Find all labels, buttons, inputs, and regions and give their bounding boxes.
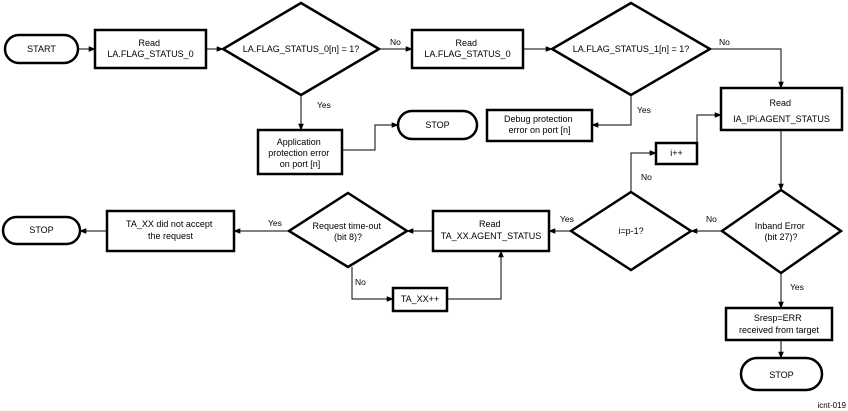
svg-text:TA_XX did not accept the: TA_XX did not accept the request bbox=[126, 219, 215, 241]
svg-text:Read IA_IPi.AGENT_STATUS: Read IA_IPi.AGENT_STATUS bbox=[733, 98, 830, 124]
read-ta-agent-line2: TA_XX.AGENT_STATUS bbox=[441, 231, 542, 241]
app-error-line2: protection error bbox=[268, 148, 329, 158]
start-label: START bbox=[27, 44, 56, 54]
edge-label-flag1-yes: Yes bbox=[637, 105, 651, 115]
read-ta-agent-line1: Read bbox=[479, 219, 501, 229]
inband-error-line2: (bit 27)? bbox=[764, 232, 797, 242]
connectors bbox=[78, 46, 784, 359]
edge-label-last-yes: Yes bbox=[560, 214, 574, 224]
svg-text:Inband Error (bit 27)?: Inband Error (bit 27)? bbox=[755, 221, 808, 242]
debug-error-line2: error on port [n] bbox=[508, 125, 570, 135]
svg-text:Read LA.FLAG_STATUS_0: Read LA.FLAG_STATUS_0 bbox=[424, 38, 510, 59]
stop-terminator-3: STOP bbox=[739, 356, 824, 392]
svg-text:Debug protection error o: Debug protection error on port [n] bbox=[504, 114, 575, 135]
read-ta-agent-status-box: Read TA_XX.AGENT_STATUS bbox=[431, 209, 551, 253]
timeout-line1: Request time-out bbox=[312, 221, 381, 231]
read-flag-status-0-box: Read LA.FLAG_STATUS_0 bbox=[93, 28, 208, 70]
stop-3-label: STOP bbox=[769, 370, 793, 380]
figure-id: icnt-019 bbox=[818, 401, 847, 410]
sresp-error-box: Sresp=ERR received from target bbox=[724, 306, 834, 342]
request-timeout-decision: Request time-out (bit 8)? bbox=[286, 191, 410, 269]
stop-terminator-2: STOP bbox=[1, 215, 82, 246]
flag-status-1-decision: LA.FLAG_STATUS_1[n] = 1? bbox=[549, 1, 713, 97]
sresp-line2: received from target bbox=[739, 325, 820, 335]
ta-not-accept-line2: the request bbox=[148, 231, 194, 241]
svg-text:Sresp=ERR received from: Sresp=ERR received from target bbox=[739, 313, 820, 335]
debug-error-line1: Debug protection bbox=[504, 114, 573, 124]
inband-error-line1: Inband Error bbox=[755, 221, 805, 231]
read-agent-status-box: Read IA_IPi.AGENT_STATUS bbox=[719, 86, 844, 132]
read-flag-status-0b-line1: Read bbox=[455, 38, 477, 48]
edge-label-flag1-no: No bbox=[719, 37, 730, 47]
increment-ta-box: TA_XX++ bbox=[391, 286, 449, 313]
app-error-line1: Application bbox=[277, 137, 321, 147]
svg-text:Application protection e: Application protection error on port [n] bbox=[268, 137, 332, 169]
stop-terminator-1: STOP bbox=[396, 109, 479, 141]
edge-label-flag0-yes: Yes bbox=[317, 100, 331, 110]
read-flag-status-0-line1: Read bbox=[138, 38, 160, 48]
inband-error-decision: Inband Error (bit 27)? bbox=[719, 188, 844, 275]
timeout-line2: (bit 8)? bbox=[334, 232, 362, 242]
read-flag-status-0b-box: Read LA.FLAG_STATUS_0 bbox=[410, 28, 525, 70]
application-protection-error-box: Application protection error on port [n] bbox=[256, 128, 344, 176]
flag-status-0-question: LA.FLAG_STATUS_0[n] = 1? bbox=[243, 44, 359, 54]
last-port-decision: i=p-1? bbox=[568, 190, 694, 272]
debug-protection-error-box: Debug protection error on port [n] bbox=[485, 108, 594, 143]
edge-label-inband-yes: Yes bbox=[790, 282, 804, 292]
svg-text:Read TA_XX.AGENT_STATUS: Read TA_XX.AGENT_STATUS bbox=[441, 219, 542, 241]
edge-label-last-no: No bbox=[641, 172, 652, 182]
start-terminator: START bbox=[3, 33, 80, 65]
flag-status-1-question: LA.FLAG_STATUS_1[n] = 1? bbox=[573, 44, 689, 54]
increment-i-box: i++ bbox=[654, 141, 699, 166]
last-port-question: i=p-1? bbox=[618, 226, 643, 236]
svg-text:Request time-out (bit 8): Request time-out (bit 8)? bbox=[312, 221, 383, 242]
svg-text:Read LA.FLAG_STATUS_0: Read LA.FLAG_STATUS_0 bbox=[107, 38, 193, 59]
stop-1-label: STOP bbox=[425, 120, 449, 130]
read-flag-status-0b-line2: LA.FLAG_STATUS_0 bbox=[424, 49, 510, 59]
flag-status-0-decision: LA.FLAG_STATUS_0[n] = 1? bbox=[220, 1, 382, 97]
edge-label-flag0-no: No bbox=[390, 37, 401, 47]
increment-ta-label: TA_XX++ bbox=[401, 294, 439, 304]
app-error-line3: on port [n] bbox=[280, 159, 321, 169]
sresp-line1: Sresp=ERR bbox=[754, 313, 802, 323]
increment-i-label: i++ bbox=[670, 148, 683, 158]
ta-not-accept-box: TA_XX did not accept the request bbox=[105, 209, 236, 253]
stop-2-label: STOP bbox=[29, 225, 53, 235]
edge-label-inband-no: No bbox=[706, 214, 717, 224]
ta-not-accept-line1: TA_XX did not accept bbox=[126, 219, 213, 229]
read-agent-line2: IA_IPi.AGENT_STATUS bbox=[733, 114, 830, 124]
edge-label-timeout-no: No bbox=[355, 277, 366, 287]
read-flag-status-0-line2: LA.FLAG_STATUS_0 bbox=[107, 49, 193, 59]
edge-labels: No Yes No Yes No No Yes Yes No Yes bbox=[268, 37, 804, 292]
read-agent-line1: Read bbox=[769, 98, 791, 108]
edge-label-timeout-yes: Yes bbox=[268, 218, 282, 228]
